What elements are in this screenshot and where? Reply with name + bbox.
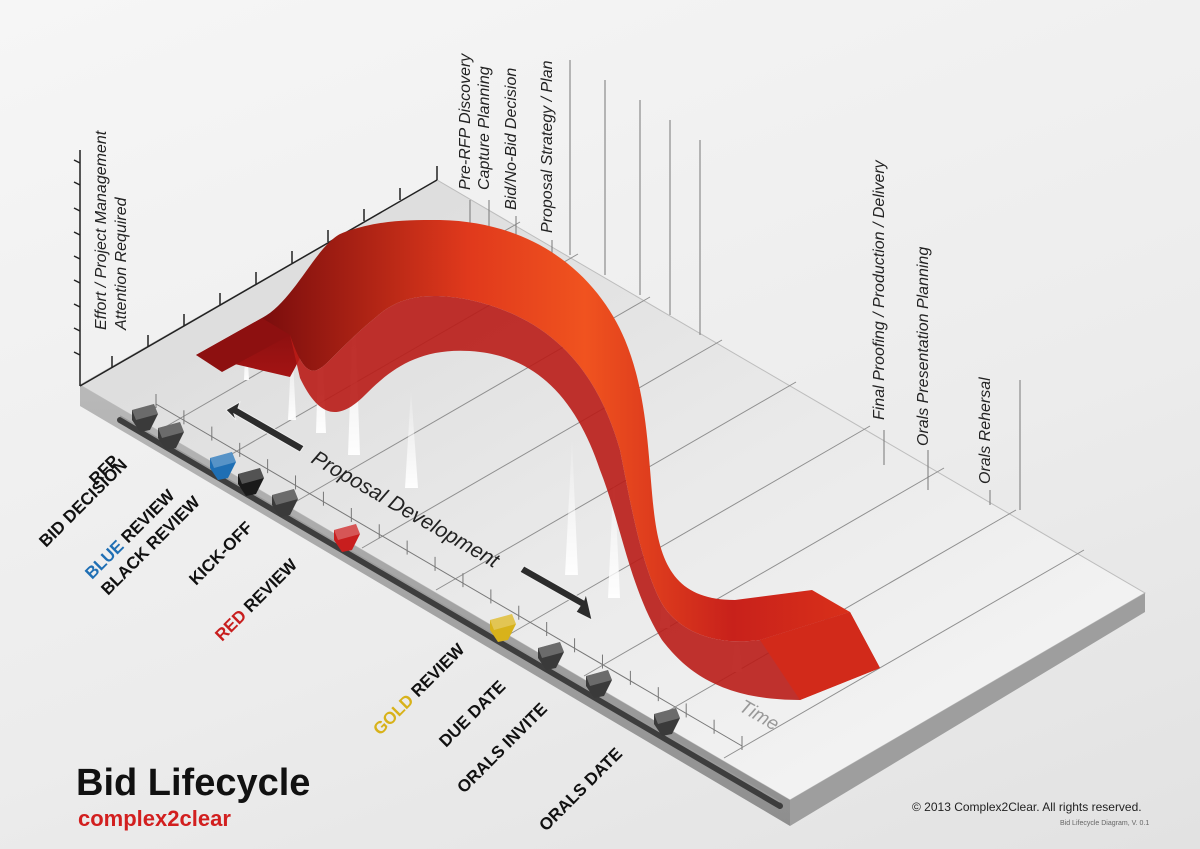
timeline-baseline	[155, 403, 743, 747]
y-axis-tick	[73, 159, 81, 164]
diagram-title: Bid Lifecycle	[76, 762, 310, 804]
milestone-text: ORALS DATE	[535, 744, 626, 835]
milestone-label-orals-date: ORALS DATE	[535, 744, 626, 835]
milestone-marker	[654, 708, 680, 736]
brand-part-2: 2	[167, 806, 179, 831]
floor-grid-line	[723, 549, 1085, 759]
y-axis-tick	[73, 279, 81, 284]
timeline-groove	[117, 417, 783, 809]
milestone-marker	[538, 642, 564, 670]
y-axis-label-line1: Effort / Project Management	[93, 130, 110, 330]
phase-lines	[469, 60, 1021, 510]
milestone-marker	[132, 404, 158, 432]
version-text: Bid Lifecycle Diagram, V. 0.1	[1060, 820, 1149, 827]
milestone-marker	[238, 468, 264, 496]
phase-label-1a: Pre-RFP Discovery	[457, 53, 474, 190]
milestone-markers	[132, 404, 680, 736]
milestone-label-red-review: RED REVIEW	[211, 555, 301, 645]
y-axis-label: Effort / Project Management Attention Re…	[93, 130, 130, 331]
y-axis-tick	[73, 207, 81, 212]
floor-grid-line	[361, 339, 723, 549]
milestone-marker	[334, 524, 360, 552]
floor-grid-line	[583, 467, 945, 677]
milestone-text: KICK-OFF	[185, 518, 256, 589]
y-axis-tick	[73, 255, 81, 260]
timeline-ticks	[155, 394, 743, 750]
y-axis	[73, 150, 438, 387]
y-axis-tick	[73, 351, 81, 356]
milestone-text: REVIEW	[404, 639, 469, 704]
brand-part-1: complex	[78, 806, 168, 831]
milestone-marker	[586, 670, 612, 698]
milestone-marker	[490, 614, 516, 642]
brand-part-3: clear	[180, 806, 232, 831]
y-axis-tick	[73, 231, 81, 236]
platform-right-edge	[790, 593, 1145, 826]
milestone-marker	[210, 452, 236, 480]
y-axis-tick	[73, 303, 81, 308]
milestone-marker	[158, 422, 184, 450]
y-axis-tick	[73, 327, 81, 332]
milestone-text: REVIEW	[237, 555, 302, 620]
brand-logo: complex2clear	[78, 806, 231, 831]
phase-label-2: Bid/No-Bid Decision	[503, 68, 520, 210]
phase-label-6: Orals Rehersal	[977, 377, 994, 484]
y-axis-tick	[73, 181, 81, 186]
y-axis-label-line2: Attention Required	[113, 196, 130, 331]
phase-label-4: Final Proofing / Production / Delivery	[871, 159, 888, 420]
phase-labels: Pre-RFP Discovery Capture Planning Bid/N…	[457, 53, 994, 484]
phase-label-3: Proposal Strategy / Plan	[539, 60, 556, 233]
milestone-marker	[272, 489, 298, 517]
phase-label-1b: Capture Planning	[476, 66, 493, 190]
milestone-label-kick-off: KICK-OFF	[185, 518, 256, 589]
phase-label-5: Orals Presentation Planning	[915, 247, 932, 446]
copyright-text: © 2013 Complex2Clear. All rights reserve…	[912, 800, 1142, 814]
effort-ribbon	[196, 220, 880, 700]
